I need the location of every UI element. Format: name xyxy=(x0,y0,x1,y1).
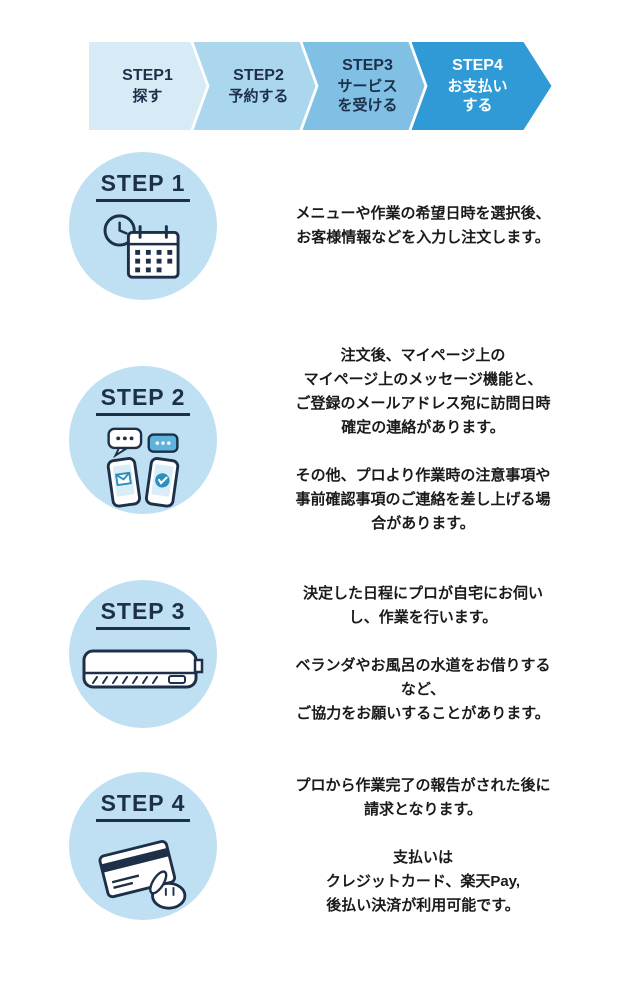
banner-step-1-sub: 探す xyxy=(132,87,163,105)
step-section-2: STEP 2 xyxy=(18,344,622,536)
banner-step-2-sub: 予約する xyxy=(228,87,289,105)
banner-step-3: STEP3 サービス を受ける xyxy=(303,42,425,130)
step-3-circle-column: STEP 3 xyxy=(18,580,268,728)
banner-step-3-sub: サービス を受ける xyxy=(337,77,398,115)
phones-chat-icon xyxy=(91,425,195,509)
step-3-label: STEP 3 xyxy=(95,598,191,630)
calendar-clock-icon xyxy=(97,211,189,285)
banner-step-2-label: STEP2 xyxy=(233,66,284,84)
step-2-paragraph-2: その他、プロより作業時の注意事項や 事前確認事項のご連絡を差し上げる場 合があり… xyxy=(295,467,551,532)
step-2-description: 注文後、マイページ上の マイページ上のメッセージ機能と、 ご登録のメールアドレス… xyxy=(268,344,622,536)
banner-step-4-sub: お支払い する xyxy=(447,77,508,115)
step-3-paragraph-1: 決定した日程にプロが自宅にお伺い し、作業を行います。 xyxy=(302,585,543,626)
step-4-paragraph-1: プロから作業完了の報告がされた後に 請求となります。 xyxy=(295,777,551,818)
step-2-paragraph-1: 注文後、マイページ上の マイページ上のメッセージ機能と、 ご登録のメールアドレス… xyxy=(295,347,551,436)
banner-step-4: STEP4 お支払い する xyxy=(412,42,552,130)
step-section-3: STEP 3 xyxy=(18,580,622,728)
step-1-circle-column: STEP 1 xyxy=(18,152,268,300)
step-4-circle-column: STEP 4 xyxy=(18,772,268,920)
step-3-circle: STEP 3 xyxy=(69,580,217,728)
step-section-1: STEP 1 xyxy=(18,152,622,300)
step-4-description: プロから作業完了の報告がされた後に 請求となります。 支払いは クレジットカード… xyxy=(268,774,622,918)
step-2-circle: STEP 2 xyxy=(69,366,217,514)
step-1-label: STEP 1 xyxy=(95,170,191,202)
step-1-description: メニューや作業の希望日時を選択後、 お客様情報などを入力し注文します。 xyxy=(268,202,622,250)
step-4-paragraph-2: 支払いは クレジットカード、楽天Pay, 後払い決済が利用可能です。 xyxy=(325,849,521,914)
banner-step-4-label: STEP4 xyxy=(452,57,503,75)
banner-step-2: STEP2 予約する xyxy=(194,42,316,130)
step-4-circle: STEP 4 xyxy=(69,772,217,920)
step-3-description: 決定した日程にプロが自宅にお伺い し、作業を行います。 ベランダやお風呂の水道を… xyxy=(268,582,622,726)
banner-step-1-label: STEP1 xyxy=(122,66,173,84)
steps-banner: STEP1 探す STEP2 予約する STEP3 サービス を受ける STEP… xyxy=(0,42,640,130)
banner-step-3-label: STEP3 xyxy=(342,57,393,75)
step-2-circle-column: STEP 2 xyxy=(18,366,268,514)
credit-card-hand-icon xyxy=(91,831,195,911)
step-3-paragraph-2: ベランダやお風呂の水道をお借りする など、 ご協力をお願いすることがあります。 xyxy=(295,657,551,722)
step-4-label: STEP 4 xyxy=(95,790,191,822)
step-2-label: STEP 2 xyxy=(95,384,191,416)
air-conditioner-icon xyxy=(81,646,205,696)
step-1-circle: STEP 1 xyxy=(69,152,217,300)
steps-detail-list: STEP 1 xyxy=(0,152,640,920)
step-1-paragraph-1: メニューや作業の希望日時を選択後、 お客様情報などを入力し注文します。 xyxy=(295,205,551,246)
step-section-4: STEP 4 xyxy=(18,772,622,920)
banner-step-1: STEP1 探す xyxy=(89,42,207,130)
